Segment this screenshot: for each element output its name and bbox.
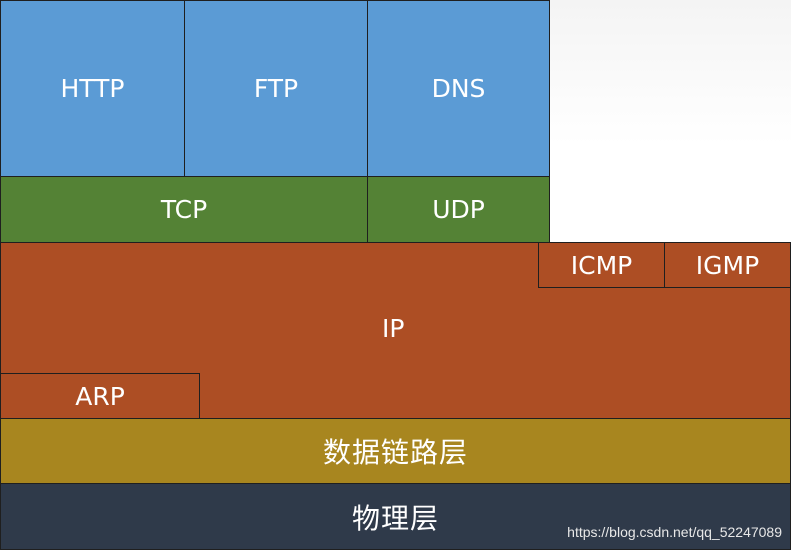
background-area bbox=[550, 0, 791, 242]
data-link-layer: 数据链路层 bbox=[0, 418, 791, 484]
protocol-arp-label: ARP bbox=[75, 381, 125, 411]
protocol-udp: UDP bbox=[367, 176, 550, 243]
protocol-tcp-label: TCP bbox=[160, 195, 208, 224]
protocol-igmp-label: IGMP bbox=[695, 250, 760, 280]
protocol-icmp-label: ICMP bbox=[570, 250, 633, 280]
protocol-ftp: FTP bbox=[184, 0, 368, 177]
protocol-http: HTTP bbox=[0, 0, 185, 177]
protocol-udp-label: UDP bbox=[432, 195, 485, 224]
protocol-icmp: ICMP bbox=[538, 242, 665, 288]
protocol-igmp: IGMP bbox=[664, 242, 791, 288]
protocol-dns: DNS bbox=[367, 0, 550, 177]
watermark-text: https://blog.csdn.net/qq_52247089 bbox=[567, 524, 782, 540]
physical-layer-label: 物理层 bbox=[351, 501, 439, 535]
protocol-ftp-label: FTP bbox=[253, 74, 299, 103]
protocol-dns-label: DNS bbox=[431, 74, 486, 103]
protocol-tcp: TCP bbox=[0, 176, 368, 243]
protocol-arp: ARP bbox=[0, 373, 200, 419]
protocol-ip-label: IP bbox=[382, 314, 405, 343]
data-link-layer-label: 数据链路层 bbox=[322, 436, 468, 469]
protocol-http-label: HTTP bbox=[60, 74, 125, 103]
physical-layer: 物理层 bbox=[0, 483, 791, 550]
